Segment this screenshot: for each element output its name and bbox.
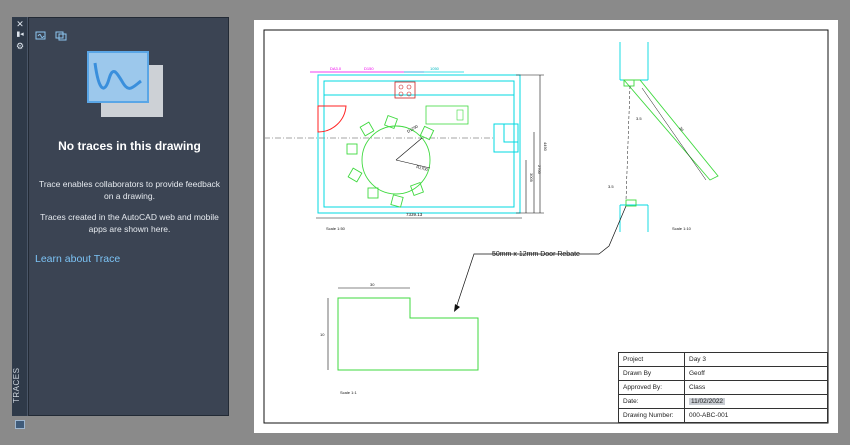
title-block-key: Approved By: bbox=[618, 380, 685, 395]
dim-label: D1290 bbox=[406, 123, 419, 134]
traces-palette: No traces in this drawing Trace enables … bbox=[28, 17, 229, 416]
title-block-value: Day 3 bbox=[684, 352, 828, 367]
dim-label: 3009 bbox=[529, 173, 534, 183]
title-block-key: Drawing Number: bbox=[618, 408, 685, 423]
dim-label: 1050 bbox=[430, 66, 440, 71]
scale-label: Scale 1:1 bbox=[340, 390, 357, 395]
pin-icon[interactable]: ▮◂ bbox=[16, 31, 24, 38]
palette-side-strip: ✕ ▮◂ ⚙ TRACES bbox=[12, 17, 28, 429]
section-detail bbox=[619, 42, 649, 232]
dim-label: R1700 bbox=[416, 164, 429, 172]
settings-icon[interactable]: ⚙ bbox=[15, 41, 25, 51]
dim-label: 2700 bbox=[537, 165, 542, 175]
dim-label: 7339.13 bbox=[406, 212, 423, 217]
empty-state-description: Trace enables collaborators to provide f… bbox=[38, 179, 221, 201]
door-rebate-callout: 50mm x 12mm Door Rebate bbox=[492, 251, 580, 258]
date-value: 11/02/2022 bbox=[689, 398, 726, 405]
dim-label: 30 bbox=[678, 126, 685, 133]
traces-tab-icon[interactable] bbox=[15, 420, 25, 429]
dim-label: DA3.0 bbox=[330, 66, 342, 71]
scale-label: Scale 1:10 bbox=[672, 226, 692, 231]
drawing-sheet: DA3.0 D150 1050 D1290 R1700 bbox=[254, 20, 838, 433]
dining-table bbox=[346, 115, 435, 208]
title-block-key: Project bbox=[618, 352, 685, 367]
trace-illustration-icon bbox=[87, 51, 167, 121]
drawing-canvas: DA3.0 D150 1050 D1290 R1700 bbox=[263, 29, 829, 424]
trace-list-icon[interactable] bbox=[55, 28, 67, 41]
trace-new-icon[interactable] bbox=[35, 28, 47, 40]
palette-side-label: TRACES bbox=[12, 367, 21, 403]
title-block-key: Date: bbox=[618, 394, 685, 409]
title-block-row: Drawing Number:000-ABC-001 bbox=[618, 408, 828, 423]
dim-label: 10 bbox=[320, 332, 325, 337]
dim-label: 3.5 bbox=[636, 116, 642, 121]
rebate-profile bbox=[337, 297, 479, 371]
title-block-value: 11/02/2022 bbox=[684, 394, 828, 409]
dim-label: 30 bbox=[370, 282, 375, 287]
title-block-row: Approved By:Class bbox=[618, 380, 828, 395]
floor-plan bbox=[317, 74, 521, 214]
scale-label: Scale 1:50 bbox=[326, 226, 346, 231]
title-block-value: 000-ABC-001 bbox=[684, 408, 828, 423]
empty-state-secondary: Traces created in the AutoCAD web and mo… bbox=[40, 212, 219, 234]
title-block-value: Geoff bbox=[684, 366, 828, 381]
dim-label: 4490 bbox=[543, 142, 548, 152]
dim-label: D150 bbox=[364, 66, 374, 71]
close-icon[interactable]: ✕ bbox=[16, 19, 24, 29]
title-block-value: Class bbox=[684, 380, 828, 395]
empty-state-title: No traces in this drawing bbox=[58, 139, 201, 153]
learn-about-trace-link[interactable]: Learn about Trace bbox=[35, 253, 121, 265]
dim-label: 3.5 bbox=[608, 184, 614, 189]
title-block-key: Drawn By bbox=[618, 366, 685, 381]
title-block-row: Date: 11/02/2022 bbox=[618, 394, 828, 409]
